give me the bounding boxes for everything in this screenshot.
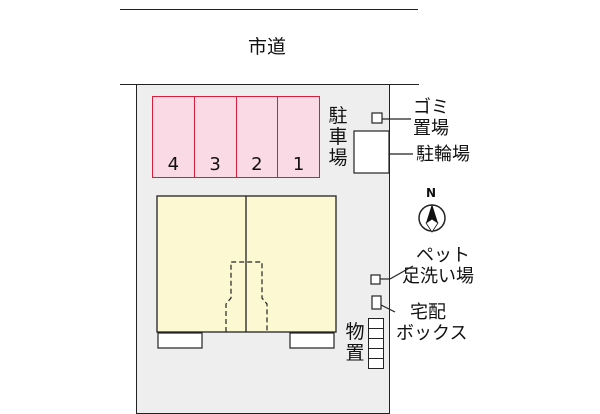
- road-bottom-line-right: [389, 84, 419, 85]
- parking-label-char-3: 場: [328, 147, 348, 169]
- road-label: 市道: [248, 36, 287, 58]
- parking-label: 駐 車 場: [327, 106, 349, 169]
- delivery-box-label-line-2: ボックス: [396, 323, 468, 344]
- storage-cell: [368, 358, 384, 369]
- parking-space-1: 1: [278, 97, 319, 177]
- garbage-box: [371, 112, 383, 124]
- delivery-box: [371, 295, 382, 310]
- road-bottom-line-left: [120, 84, 137, 85]
- pet-wash-label-line-2: 足洗い場: [402, 266, 474, 287]
- parking-space-2: 2: [236, 97, 279, 177]
- bicycle-parking-box: [353, 130, 390, 174]
- parking-space-4: 4: [153, 97, 195, 177]
- road-top-line: [120, 9, 418, 10]
- bicycle-parking-label: 駐輪場: [416, 144, 470, 165]
- entrance-step-right: [289, 332, 335, 349]
- parking-space-number: 3: [209, 154, 221, 175]
- pet-wash-box: [370, 274, 381, 285]
- compass-icon: [418, 204, 446, 233]
- storage-label-char-2: 置: [345, 342, 365, 364]
- compass-north-label: N: [426, 186, 437, 200]
- storage-label-char-1: 物: [345, 321, 365, 343]
- building-dashed-outline: [225, 261, 268, 332]
- parking-space-number: 1: [292, 154, 305, 175]
- pet-wash-pointer-line-2: [389, 265, 414, 280]
- garbage-label-line-2: 置場: [413, 118, 449, 139]
- parking-space-number: 4: [167, 154, 180, 175]
- pet-wash-label-line-1: ペット: [416, 245, 470, 266]
- parking-space-number: 2: [251, 154, 263, 175]
- entrance-step-left: [157, 332, 203, 349]
- pet-wash-label: ペット 足洗い場: [402, 245, 474, 287]
- delivery-box-label-line-1: 宅配: [410, 302, 446, 323]
- delivery-box-label: 宅配 ボックス: [396, 302, 467, 344]
- delivery-pointer-line: [380, 304, 396, 313]
- parking-space-3: 3: [194, 97, 237, 177]
- site-elements: [156, 112, 446, 349]
- garbage-label: ゴミ 置場: [413, 97, 449, 139]
- parking-area: 4 3 2 1: [152, 96, 320, 178]
- garbage-label-line-1: ゴミ: [413, 97, 449, 118]
- parking-label-char-2: 車: [328, 126, 348, 148]
- storage-label: 物 置: [344, 322, 366, 364]
- parking-label-char-1: 駐: [328, 105, 348, 127]
